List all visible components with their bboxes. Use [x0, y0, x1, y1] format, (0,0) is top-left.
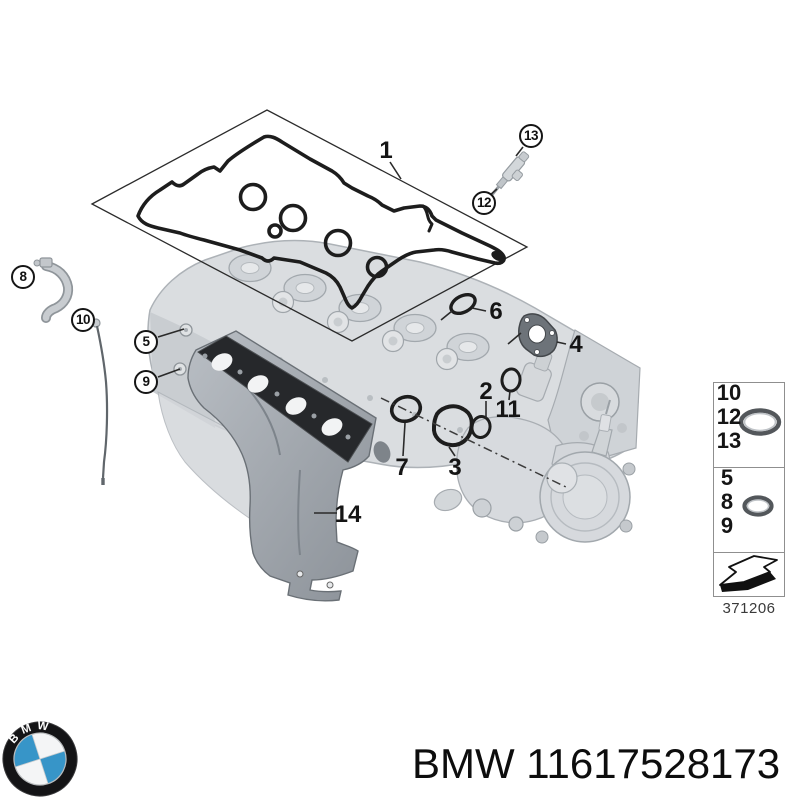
callout-6: 6 — [489, 298, 503, 325]
coolant-flange-gasket-4 — [518, 313, 558, 358]
direction-arrow-icon — [719, 555, 778, 592]
exhaust-manifold-gasket — [197, 335, 373, 463]
callout-8: 8 — [11, 265, 35, 289]
valve-cover-gasket — [136, 134, 506, 310]
frame-parallelogram — [90, 109, 529, 342]
profile-gasket-3 — [431, 404, 474, 448]
o-ring-11 — [500, 367, 522, 393]
legend-box — [713, 382, 785, 597]
callout-9: 9 — [134, 370, 158, 394]
part-number-label: BMW 11617528173 — [412, 740, 781, 787]
callout-1: 1 — [379, 137, 393, 164]
diagram-number: 371206 — [722, 600, 776, 617]
legend-item-5: 5 — [720, 465, 734, 490]
o-ring-6 — [449, 292, 477, 316]
callout-12: 12 — [472, 191, 496, 215]
callout-2: 2 — [479, 378, 493, 405]
legend-divider — [714, 551, 784, 553]
vent-hose — [33, 257, 74, 323]
callout-13: 13 — [519, 124, 543, 148]
leader-lines — [157, 146, 567, 514]
callout-5: 5 — [134, 330, 158, 354]
o-ring-small-icon — [742, 495, 774, 517]
assembly-direction-line — [380, 397, 567, 488]
legend-divider — [714, 466, 784, 468]
callout-4: 4 — [569, 331, 583, 358]
legend-item-8: 8 — [720, 489, 734, 514]
legend-item-10: 10 — [716, 380, 742, 405]
o-ring-large-icon — [738, 408, 782, 436]
legend-item-9: 9 — [720, 513, 734, 538]
bmw-roundel-icon: BMW — [2, 715, 78, 797]
o-ring-7 — [389, 394, 423, 424]
bmw-logo: BMW — [0, 715, 82, 800]
callout-14: 14 — [334, 501, 362, 528]
callout-11: 11 — [495, 396, 521, 423]
callout-7: 7 — [395, 454, 409, 481]
legend-item-13: 13 — [716, 428, 742, 453]
dipstick-tube — [91, 318, 109, 485]
callout-10: 10 — [71, 308, 95, 332]
callout-3: 3 — [448, 454, 462, 481]
legend-item-12: 12 — [716, 404, 742, 429]
vacuum-pump — [535, 399, 636, 544]
